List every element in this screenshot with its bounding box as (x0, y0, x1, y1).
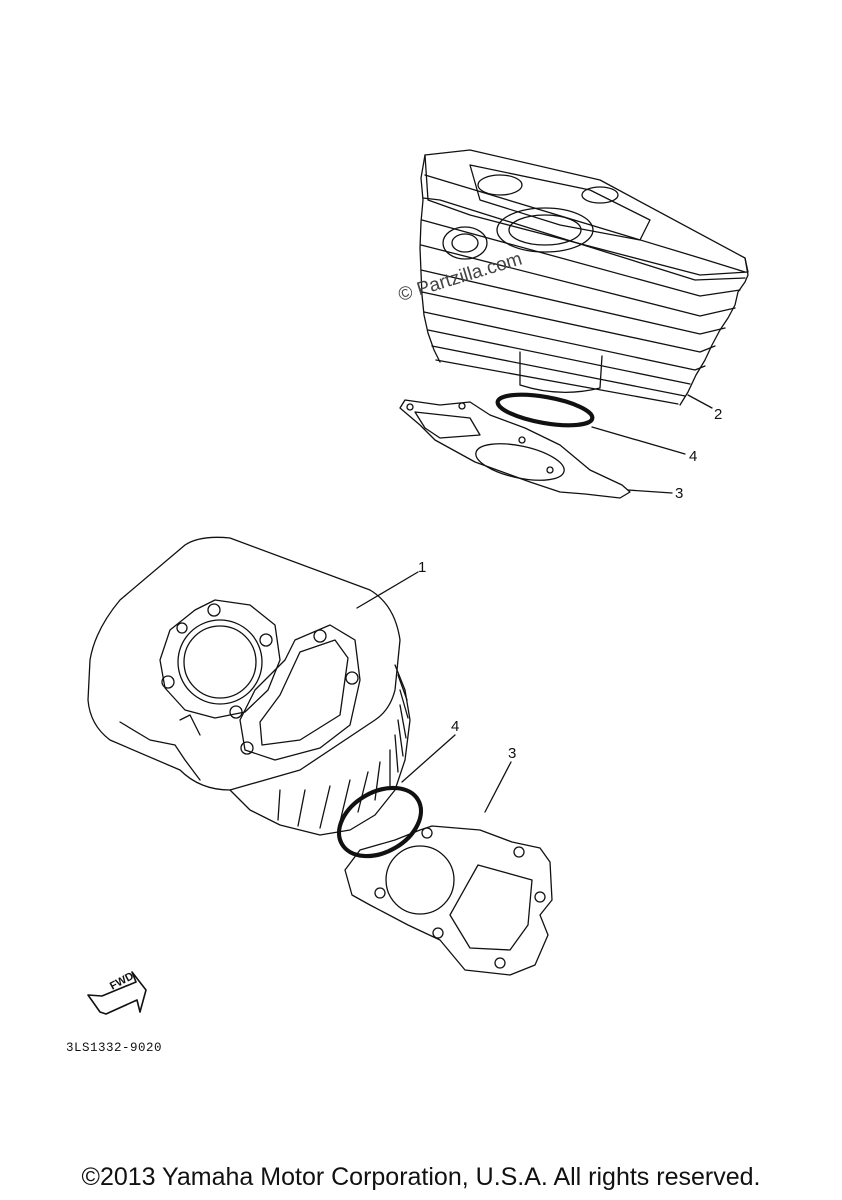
leader-line-bottom-gasket (484, 761, 512, 813)
cylinder-bottom-view (87, 536, 411, 836)
callout-top-gasket: 3 (675, 485, 684, 502)
o-ring-top-view (495, 392, 595, 428)
leader-line-top-cylinder (687, 394, 713, 409)
callout-top-cylinder: 2 (714, 406, 723, 423)
leader-line-top-ring (591, 426, 686, 455)
leader-line-top-gasket (627, 489, 673, 494)
cylinder-top-view (419, 149, 749, 406)
copyright-notice: ©2013 Yamaha Motor Corporation, U.S.A. A… (81, 1163, 761, 1191)
gasket-bottom-view (344, 825, 553, 976)
leader-line-bottom-cylinder (356, 571, 419, 609)
part-code: 3LS1332-9020 (66, 1041, 163, 1055)
o-ring-bottom-view (336, 785, 424, 859)
leader-line-bottom-ring (401, 734, 456, 783)
callout-bottom-ring: 4 (451, 718, 460, 735)
callout-bottom-gasket: 3 (508, 745, 517, 762)
fwd-arrow-icon (87, 971, 147, 1015)
callout-top-ring: 4 (689, 448, 698, 465)
gasket-top-view (399, 399, 631, 499)
callout-bottom-cylinder: 1 (418, 559, 427, 576)
